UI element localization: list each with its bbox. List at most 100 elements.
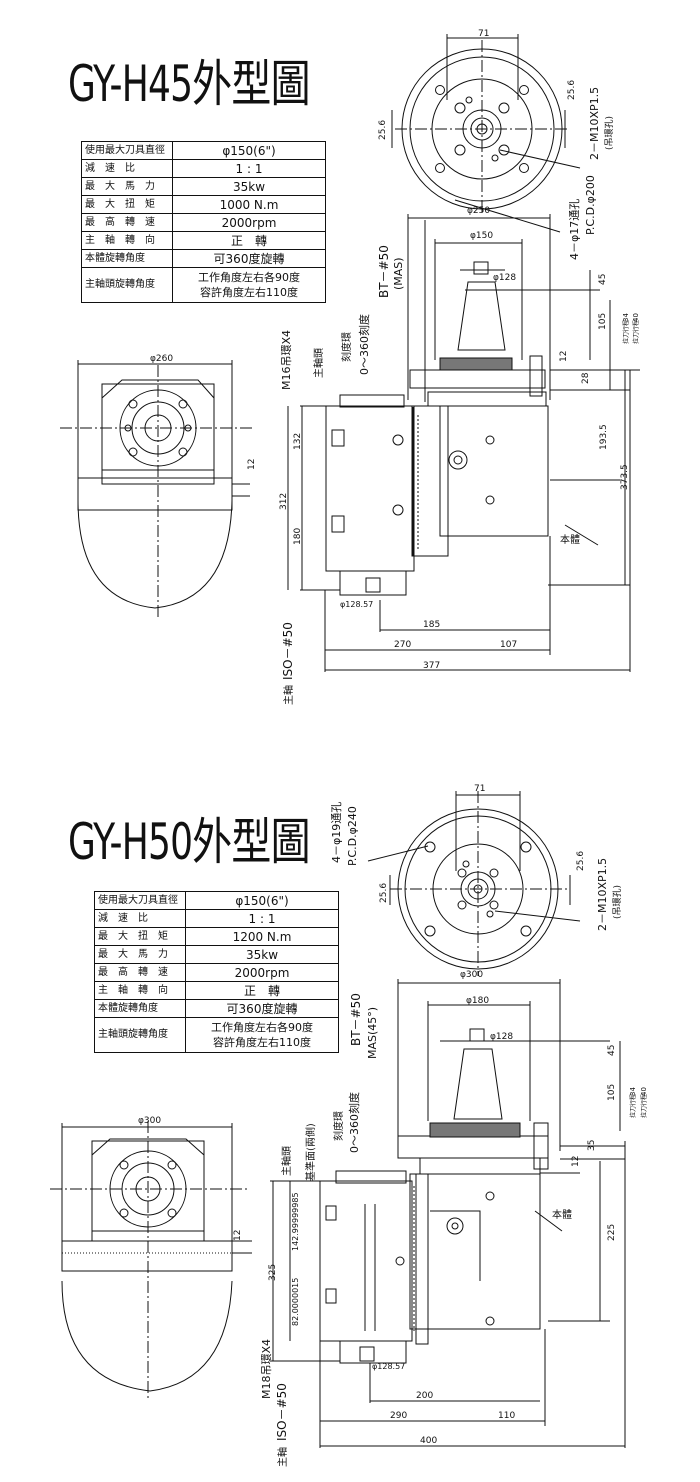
technical-drawing-h45: 71 25.6 25.6 2－M10XP1.5 (吊環孔) 4－φ17通孔 P.… bbox=[60, 29, 640, 705]
top-flange-view bbox=[391, 34, 581, 233]
side-view bbox=[287, 214, 640, 672]
note-40: 拉刀行程 bbox=[632, 320, 640, 344]
label-holes: 4－φ19通孔 bbox=[330, 802, 343, 863]
dim-193-5: 193.5 bbox=[599, 424, 609, 450]
dim-phi250: φ250 bbox=[467, 206, 490, 216]
dim-185: 185 bbox=[423, 620, 440, 630]
label-scale-range: 0～360刻度 bbox=[357, 314, 371, 375]
dim-71: 71 bbox=[478, 29, 489, 39]
label-m10-note: (吊環孔) bbox=[612, 885, 623, 919]
dim-phi260: φ260 bbox=[150, 354, 173, 364]
dim-25-6-right: 25.6 bbox=[576, 851, 586, 871]
dim-180: 180 bbox=[293, 528, 303, 545]
label-scale: 刻度環 bbox=[332, 1111, 345, 1141]
dim-phi300-top: φ300 bbox=[460, 970, 483, 980]
dim-110: 110 bbox=[498, 1411, 515, 1421]
dim-12b: 12 bbox=[247, 459, 257, 470]
label-m10: 2－M10XP1.5 bbox=[588, 87, 601, 160]
dim-phi128-57: φ128.57 bbox=[340, 600, 373, 609]
label-bt50: BT－#50 bbox=[377, 245, 391, 298]
label-pcd: P.C.D.φ200 bbox=[584, 175, 597, 235]
dim-25-6-right: 25.6 bbox=[567, 80, 577, 100]
dim-phi150: φ150 bbox=[470, 231, 493, 241]
label-ref-face: 基準面(兩側) bbox=[304, 1123, 317, 1181]
note-34: 拉刀行程 bbox=[622, 320, 630, 344]
front-view bbox=[50, 1121, 252, 1401]
side-view bbox=[270, 979, 626, 1448]
spec-row: 主軸頭旋轉角度工作角度左右各90度容許角度左右110度 bbox=[94, 1017, 339, 1053]
dim-142: 142.99999985 bbox=[291, 1192, 300, 1251]
label-mas: (MAS) bbox=[392, 257, 405, 290]
label-spindle-head: 主軸頭 bbox=[312, 348, 325, 378]
dim-373-5: 373.5 bbox=[620, 464, 630, 490]
dim-270: 270 bbox=[394, 640, 411, 650]
label-m16: M16吊環X4 bbox=[280, 330, 293, 390]
dim-phi128-57: φ128.57 bbox=[372, 1362, 405, 1371]
dim-312: 312 bbox=[279, 493, 289, 510]
label-m18: M18吊環X4 bbox=[260, 1339, 273, 1399]
dim-71: 71 bbox=[474, 784, 485, 794]
label-body: 本體 bbox=[552, 1208, 572, 1221]
dim-35: 35 bbox=[587, 1140, 597, 1151]
label-iso50: ISO－#50 bbox=[275, 1383, 289, 1441]
dim-25-6-left: 25.6 bbox=[378, 120, 388, 140]
dim-132: 132 bbox=[293, 433, 303, 450]
dim-107: 107 bbox=[500, 640, 517, 650]
technical-drawing-h50: 71 4－φ19通孔 P.C.D.φ240 25.6 25.6 2－M10XP1… bbox=[50, 784, 648, 1467]
drawing-title: GY-H50外型圖 bbox=[68, 813, 311, 871]
label-scale: 刻度環 bbox=[340, 332, 353, 362]
spec-row: 本體旋轉角度可360度旋轉 bbox=[94, 999, 339, 1018]
label-pcd: P.C.D.φ240 bbox=[346, 806, 359, 866]
dim-40: 40 bbox=[640, 1087, 648, 1096]
dim-45: 45 bbox=[607, 1045, 617, 1056]
front-view bbox=[60, 360, 255, 620]
dim-phi180: φ180 bbox=[466, 996, 489, 1006]
dim-34: 34 bbox=[622, 313, 630, 322]
spec-row: 主 軸 轉 向正 轉 bbox=[81, 231, 326, 250]
spec-row: 主 軸 轉 向正 轉 bbox=[94, 981, 339, 1000]
spec-row: 主軸頭旋轉角度工作角度左右各90度容許角度左右110度 bbox=[81, 267, 326, 303]
dim-34: 34 bbox=[629, 1087, 637, 1096]
top-flange-view bbox=[367, 791, 581, 976]
label-m10: 2－M10XP1.5 bbox=[596, 858, 609, 931]
label-scale-range: 0～360刻度 bbox=[347, 1092, 361, 1153]
dim-12a: 12 bbox=[559, 351, 569, 362]
label-mas: MAS(45°) bbox=[366, 1007, 379, 1059]
dim-82: 82.0000015 bbox=[291, 1278, 300, 1326]
label-bt50: BT－#50 bbox=[349, 993, 363, 1046]
dim-105: 105 bbox=[607, 1084, 617, 1101]
dim-phi300-front: φ300 bbox=[138, 1116, 161, 1126]
dim-12a: 12 bbox=[571, 1156, 581, 1167]
dim-25-6-left: 25.6 bbox=[379, 883, 389, 903]
dim-phi128: φ128 bbox=[490, 1032, 513, 1042]
label-holes: 4－φ17通孔 bbox=[568, 199, 581, 260]
dim-377: 377 bbox=[423, 661, 440, 671]
spec-row: 本體旋轉角度可360度旋轉 bbox=[81, 249, 326, 268]
dim-45: 45 bbox=[598, 274, 608, 285]
label-body: 本體 bbox=[560, 533, 580, 546]
dim-12b: 12 bbox=[233, 1230, 243, 1241]
dim-225: 225 bbox=[607, 1224, 617, 1241]
dim-40: 40 bbox=[632, 313, 640, 322]
label-spindle-head: 主軸頭 bbox=[280, 1146, 293, 1176]
label-m10-note: (吊環孔) bbox=[604, 116, 615, 150]
dim-325: 325 bbox=[268, 1264, 278, 1281]
dim-290: 290 bbox=[390, 1411, 407, 1421]
label-spindle: 主軸 bbox=[276, 1447, 289, 1467]
note-40: 拉刀行程 bbox=[640, 1094, 648, 1118]
dim-phi128: φ128 bbox=[493, 273, 516, 283]
dim-105: 105 bbox=[598, 313, 608, 330]
note-34: 拉刀行程 bbox=[629, 1094, 637, 1118]
label-iso50: ISO－#50 bbox=[281, 622, 295, 680]
